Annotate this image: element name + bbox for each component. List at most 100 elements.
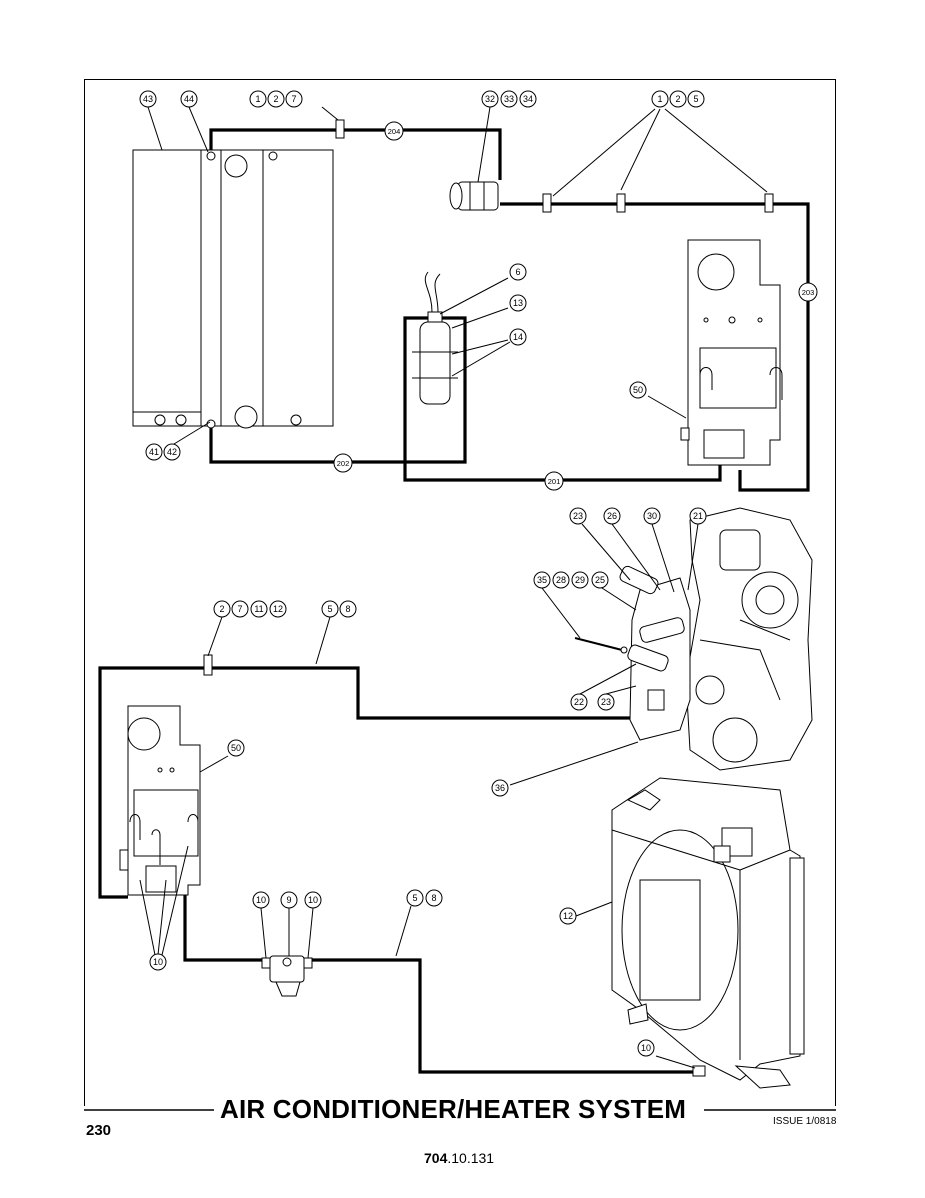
svg-text:50: 50 <box>231 743 241 753</box>
document-number: 704.10.131 <box>424 1150 494 1166</box>
callout-22: 22 <box>570 693 588 711</box>
water-valve <box>261 955 313 997</box>
callout-13: 13 <box>509 294 527 312</box>
callout-5: 5 <box>406 889 424 907</box>
svg-text:13: 13 <box>513 298 523 308</box>
callout-34: 34 <box>519 90 537 108</box>
hose-5-8-lower <box>183 870 695 1074</box>
callout-35: 35 <box>533 571 551 589</box>
callout-41: 41 <box>145 443 163 461</box>
clip-1 <box>335 119 345 139</box>
svg-text:10: 10 <box>256 895 266 905</box>
svg-text:5: 5 <box>327 604 332 614</box>
callout-1: 1 <box>651 90 669 108</box>
callout-204: 204 <box>384 121 404 141</box>
svg-text:5: 5 <box>412 893 417 903</box>
engine <box>685 507 813 771</box>
svg-text:202: 202 <box>337 459 350 468</box>
callout-7: 7 <box>231 600 249 618</box>
hose-203 <box>500 202 810 492</box>
svg-text:8: 8 <box>345 604 350 614</box>
hvac-unit-upper <box>680 239 783 466</box>
svg-text:33: 33 <box>504 94 514 104</box>
svg-text:2: 2 <box>675 94 680 104</box>
svg-text:29: 29 <box>575 575 585 585</box>
svg-text:7: 7 <box>291 94 296 104</box>
callout-29: 29 <box>571 571 589 589</box>
callout-8: 8 <box>425 889 443 907</box>
svg-text:9: 9 <box>286 895 291 905</box>
svg-text:35: 35 <box>537 575 547 585</box>
svg-text:44: 44 <box>184 94 194 104</box>
svg-text:23: 23 <box>573 511 583 521</box>
callout-42: 42 <box>163 443 181 461</box>
svg-text:21: 21 <box>693 511 703 521</box>
svg-text:36: 36 <box>495 783 505 793</box>
receiver-drier <box>412 271 458 405</box>
diagram-frame <box>84 79 836 1106</box>
hvac-unit-lower <box>119 705 201 896</box>
hose-5-8-mid <box>205 666 640 720</box>
svg-text:26: 26 <box>607 511 617 521</box>
callout-23: 23 <box>569 507 587 525</box>
heater-valve-block <box>574 565 691 741</box>
svg-text:28: 28 <box>556 575 566 585</box>
radiator <box>611 777 805 1089</box>
page-title: AIR CONDITIONER/HEATER SYSTEM <box>220 1094 687 1124</box>
clip-2 <box>542 193 552 213</box>
svg-text:7: 7 <box>237 604 242 614</box>
callout-9: 9 <box>280 891 298 909</box>
clip-4 <box>764 193 774 213</box>
document-number-bold: 704 <box>424 1150 448 1166</box>
svg-text:34: 34 <box>523 94 533 104</box>
callout-23: 23 <box>597 693 615 711</box>
clip-5 <box>203 654 213 676</box>
svg-text:10: 10 <box>308 895 318 905</box>
svg-text:14: 14 <box>513 332 523 342</box>
svg-text:1: 1 <box>255 94 260 104</box>
callout-43: 43 <box>139 90 157 108</box>
svg-text:22: 22 <box>574 697 584 707</box>
svg-text:204: 204 <box>388 127 401 136</box>
svg-text:25: 25 <box>595 575 605 585</box>
hose-5-8-upper <box>98 666 205 899</box>
svg-text:11: 11 <box>254 604 263 614</box>
page-number: 230 <box>86 1122 112 1139</box>
callout-44: 44 <box>180 90 198 108</box>
svg-text:2: 2 <box>219 604 224 614</box>
condenser-assembly <box>132 149 334 429</box>
svg-text:12: 12 <box>273 604 283 614</box>
compressor <box>449 181 499 211</box>
svg-text:5: 5 <box>693 94 698 104</box>
callout-2: 2 <box>213 600 231 618</box>
callout-14: 14 <box>509 328 527 346</box>
svg-text:10: 10 <box>153 957 163 967</box>
svg-text:23: 23 <box>601 697 611 707</box>
svg-text:201: 201 <box>548 477 561 486</box>
svg-text:1: 1 <box>657 94 662 104</box>
callout-50: 50 <box>227 739 245 757</box>
callout-7: 7 <box>285 90 303 108</box>
svg-text:10: 10 <box>641 1043 651 1053</box>
callout-12: 12 <box>559 907 577 925</box>
svg-text:203: 203 <box>802 288 815 297</box>
callout-10: 10 <box>304 891 322 909</box>
callout-30: 30 <box>643 507 661 525</box>
callout-201: 201 <box>544 471 564 491</box>
callout-12: 12 <box>269 600 287 618</box>
svg-text:32: 32 <box>485 94 495 104</box>
callout-5: 5 <box>321 600 339 618</box>
callout-10: 10 <box>637 1039 655 1057</box>
callout-21: 21 <box>689 507 707 525</box>
callout-1: 1 <box>249 90 267 108</box>
callout-33: 33 <box>500 90 518 108</box>
svg-text:41: 41 <box>149 447 159 457</box>
callout-10: 10 <box>252 891 270 909</box>
svg-text:2: 2 <box>273 94 278 104</box>
callout-28: 28 <box>552 571 570 589</box>
callout-32: 32 <box>481 90 499 108</box>
callout-10: 10 <box>149 953 167 971</box>
issue-label: ISSUE 1/0818 <box>773 1116 837 1127</box>
svg-text:50: 50 <box>633 385 643 395</box>
